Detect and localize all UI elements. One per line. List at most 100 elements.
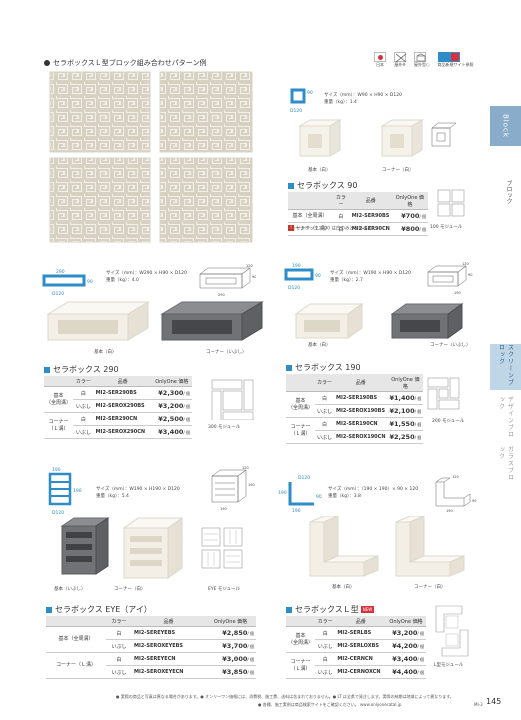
svg-text:D120: D120 bbox=[290, 108, 302, 114]
svg-text:190: 190 bbox=[446, 509, 453, 513]
s190-title: セラボックス 190 bbox=[286, 362, 361, 373]
svg-text:90: 90 bbox=[315, 273, 321, 279]
s290-iso-diagram: 120 90 290 bbox=[199, 264, 256, 297]
s290-corner-photo bbox=[160, 301, 264, 341]
table-row: コーナー（Ｌ溝） 白 MI2-SER90CN ¥800/ 個 bbox=[288, 222, 428, 236]
pattern-photo-3 bbox=[49, 157, 151, 243]
s90-basic-photo bbox=[298, 119, 342, 157]
sL-cap-corner: コーナー（白） bbox=[414, 585, 446, 590]
sL-specs: サイズ（mm）：（190 × 190）× 90 × 120 重量（kg）：3.8 bbox=[328, 487, 419, 500]
title-square-icon bbox=[286, 364, 292, 371]
svg-text:90: 90 bbox=[468, 273, 472, 277]
footer-note-2: ● 各種、施工実例は商品検索サイトをご確認ください。 www.onlyoneca… bbox=[258, 702, 402, 707]
table-row: 基本（全周溝） 白 MI2-SER290BS ¥2,300/ 個 bbox=[44, 386, 192, 413]
warning-icon: ! bbox=[288, 225, 294, 231]
sL-cap-basic: 基本（白） bbox=[332, 585, 355, 590]
seye-product-photos bbox=[60, 517, 243, 579]
svg-text:120: 120 bbox=[246, 264, 253, 268]
new-badge: NEW bbox=[360, 606, 375, 613]
seye-cap-module: EYE モジュール bbox=[208, 587, 241, 592]
s290-module-cap: 300 モジュール bbox=[208, 425, 241, 430]
s190-price-table: カラー 品番 OnlyOne 価格 基本（全周溝） 白 MI2-SER190BS… bbox=[286, 374, 424, 444]
s90-cap-basic: 基本（白） bbox=[308, 168, 331, 173]
s90-module-cap: 100 モジュール bbox=[430, 225, 463, 230]
s90-specs: サイズ（mm）：W90 × H90 × D120 重量（kg）：1.4 bbox=[324, 93, 402, 106]
outdoor-no-icon bbox=[394, 52, 407, 63]
svg-text:190: 190 bbox=[220, 507, 227, 511]
svg-text:290: 290 bbox=[218, 293, 225, 297]
table-row: いぶし MI2-SEROXEYECN ¥3,850/ 個 bbox=[46, 665, 256, 679]
s90-product-photos bbox=[298, 119, 456, 157]
pattern-photos bbox=[49, 71, 253, 243]
svg-text:190: 190 bbox=[278, 490, 287, 496]
s290-dimension-diagram: 290 90 D120 bbox=[42, 269, 93, 297]
tab-glass[interactable]: ガラスブロック bbox=[497, 446, 514, 481]
s90-module-diagram bbox=[437, 189, 465, 217]
sL-basic-photo bbox=[309, 516, 379, 577]
s190-iso-diagram: 120 90 190 bbox=[427, 262, 472, 295]
s190-module-cap: 200 モジュール bbox=[432, 419, 465, 424]
table-row: いぶし MI2-SEROXEYEBS ¥3,700/ 個 bbox=[46, 639, 256, 653]
svg-text:190: 190 bbox=[248, 483, 255, 487]
seye-cap-corner: コーナー（白） bbox=[114, 587, 146, 592]
svg-text:90: 90 bbox=[316, 494, 322, 500]
svg-text:120: 120 bbox=[462, 262, 469, 266]
tab-design[interactable]: デザインブロック bbox=[497, 396, 514, 438]
s290-specs: サイズ（mm）：W290 × H90 × D120 重量（kg）：4.0 bbox=[106, 271, 187, 284]
svg-text:D120: D120 bbox=[52, 291, 64, 297]
sL-iso-diagram: 120 90 190 bbox=[435, 475, 476, 513]
footer-note-1: ● 実際の商品と写真は異なる場合があります。● オンリーワン価格には、消費税、施… bbox=[116, 694, 454, 699]
s290-title: セラボックス 290 bbox=[44, 364, 119, 375]
seye-iso-diagram: 120 190 190 bbox=[211, 466, 255, 511]
seye-specs: サイズ（mm）：W190 × H190 × D120 重量（kg）：5.4 bbox=[96, 487, 180, 500]
svg-text:190: 190 bbox=[454, 291, 461, 295]
svg-text:90: 90 bbox=[252, 275, 256, 279]
pattern-photo-2 bbox=[159, 71, 253, 153]
s290-cap-basic: 基本（白） bbox=[94, 350, 117, 355]
s190-cap-corner: コーナー（いぶし） bbox=[430, 343, 471, 348]
svg-text:90: 90 bbox=[472, 499, 476, 503]
tab-block[interactable]: Block bbox=[490, 106, 521, 146]
s190-cap-basic: 基本（白） bbox=[308, 343, 331, 348]
s190-module-diagram bbox=[427, 377, 460, 410]
sL-module-diagram bbox=[435, 605, 469, 657]
bullet-icon bbox=[44, 60, 50, 66]
table-row: いぶし MI2-SEROX290BS ¥3,200/ 個 bbox=[44, 399, 192, 413]
s290-price-table: カラー 品番 OnlyOne 価格 基本（全周溝） 白 MI2-SER290BS… bbox=[44, 376, 192, 439]
table-row: いぶし MI2-SEROX190BS ¥2,100/ 個 bbox=[286, 404, 424, 418]
badge-japan: 日本 bbox=[374, 52, 386, 68]
svg-text:190: 190 bbox=[292, 263, 301, 269]
title-square-icon bbox=[44, 366, 50, 373]
table-row: いぶし MI2-CERNOXCN ¥4,400/ 個 bbox=[286, 665, 426, 679]
sL-module-cap: L型モジュール bbox=[434, 663, 464, 668]
seye-title: セラボックス EYE（アイ） bbox=[46, 604, 152, 615]
svg-text:120: 120 bbox=[242, 466, 249, 470]
table-row: いぶし MI2-SEROX190CN ¥2,250/ 個 bbox=[286, 430, 424, 444]
table-row: コーナー（Ｌ溝） 白 MI2-SER290CN ¥2,500/ 個 bbox=[44, 412, 192, 439]
s90-iso-diagram bbox=[431, 122, 456, 147]
seye-basic-photo bbox=[60, 517, 110, 575]
table-row: コーナー（Ｌ溝） 白 MI2-SEREYECN ¥3,000/ 個 bbox=[46, 652, 256, 679]
badge-row: 日本 屋外※ 屋外型○ 商品新規サイト参照 bbox=[374, 52, 474, 68]
table-row: 基本（全周溝） 白 MI2-SER90BS ¥700/ 個 bbox=[288, 209, 428, 223]
svg-text:D120: D120 bbox=[52, 510, 64, 516]
title-square-icon bbox=[286, 606, 292, 613]
s190-dimension-diagram: 190 90 D120 bbox=[284, 263, 321, 291]
s290-basic-photo bbox=[46, 301, 150, 341]
table-row: いぶし MI2-SERLOXBS ¥4,200/ 個 bbox=[286, 639, 426, 653]
svg-text:120: 120 bbox=[452, 475, 459, 479]
table-row: コーナー（Ｌ溝） 白 MI2-SER190CN ¥1,550/ 個 bbox=[286, 417, 424, 444]
svg-text:190: 190 bbox=[292, 508, 301, 514]
table-row: いぶし MI2-SEROX290CN ¥3,400/ 個 bbox=[44, 425, 192, 439]
svg-text:190: 190 bbox=[52, 467, 61, 473]
table-row: コーナー（Ｌ溝） 白 MI2-CERNCN ¥3,400/ 個 bbox=[286, 652, 426, 679]
tab-screen[interactable]: スクリーンブロック bbox=[490, 344, 521, 390]
s190-product-photos bbox=[294, 303, 464, 339]
pattern-photo-4 bbox=[159, 157, 253, 243]
badge-outdoor-ok: 屋外型○ bbox=[414, 52, 430, 68]
site-logo-icon bbox=[437, 52, 460, 62]
s290-cap-corner: コーナー（いぶし） bbox=[206, 350, 247, 355]
footer-code: MI-3 bbox=[474, 702, 483, 707]
sL-product-photos bbox=[309, 516, 465, 577]
